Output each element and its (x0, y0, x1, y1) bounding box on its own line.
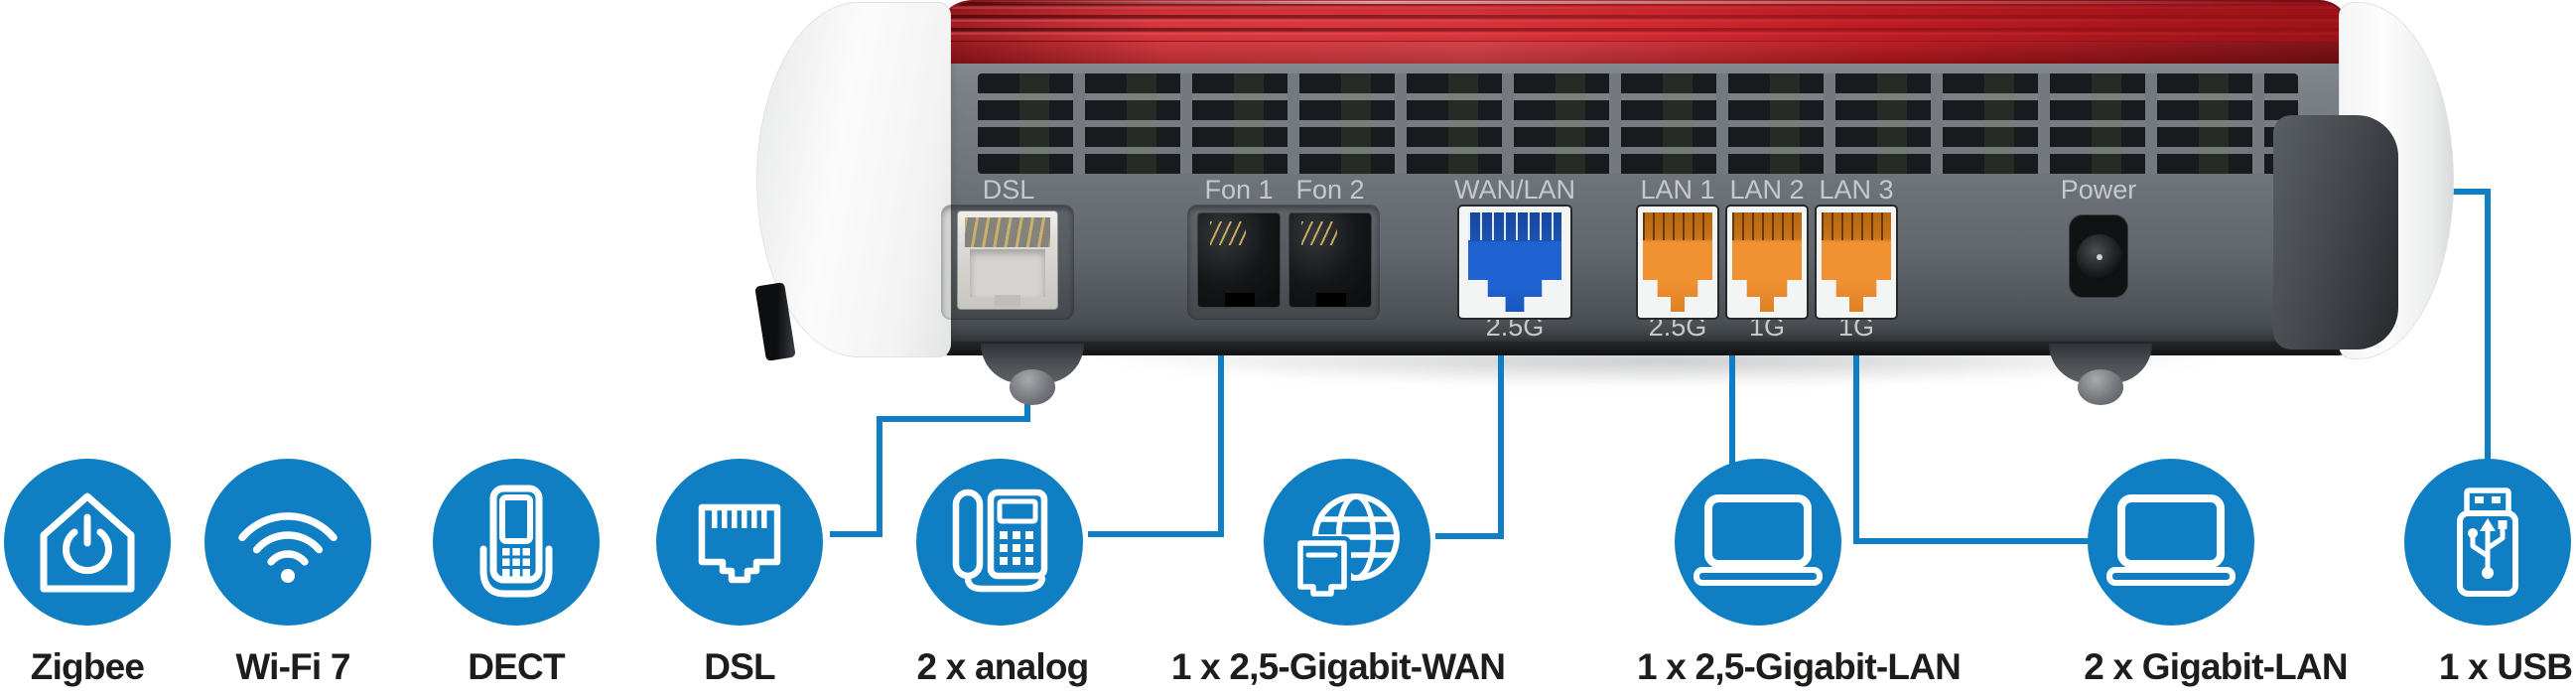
port-label-wanlan: WAN/LAN (1453, 175, 1576, 205)
fon1-port-pins (1210, 221, 1246, 245)
feature-circle-zigbee (4, 459, 171, 626)
power-jack (2069, 214, 2128, 298)
fon2-port-pins (1301, 221, 1337, 245)
port-label-fon2: Fon 2 (1295, 175, 1365, 205)
dsl-port-latch (995, 295, 1020, 307)
feature-circle-wifi (204, 459, 371, 626)
port-label-lan2: LAN 2 (1729, 175, 1805, 205)
dsl-port (957, 210, 1058, 310)
fon2-port (1288, 212, 1372, 308)
lan3-port-pins (1822, 212, 1891, 240)
fon1-port (1197, 212, 1281, 308)
lan1-port-bezel (1636, 205, 1719, 320)
port-label-lan1: LAN 1 (1640, 175, 1715, 205)
connector-line-lan23 (1853, 346, 2097, 544)
laptop-icon (2106, 494, 2236, 586)
lan2-port (1732, 212, 1802, 312)
feature-circle-dsl (656, 459, 823, 626)
feature-label-analog: 2 x analog (916, 646, 1090, 687)
power-jack-pin (2097, 254, 2102, 260)
fon1-port-latch (1225, 293, 1255, 307)
lan2-port-pins (1732, 212, 1802, 240)
desk-phone-icon (952, 488, 1048, 593)
wan-lan-port (1468, 212, 1561, 312)
dsl-port-cavity (970, 249, 1045, 297)
fon2-port-latch (1316, 293, 1346, 307)
feature-circle-wan (1264, 459, 1430, 626)
port-label-power: Power (2060, 175, 2137, 205)
connector-line-dsl (830, 389, 1030, 537)
router-left-cap (756, 2, 951, 357)
router-right-side-panel (2273, 115, 2398, 349)
wan-lan-port-pins (1468, 212, 1561, 240)
globe-ethernet-icon (1293, 493, 1400, 601)
feature-label-lan1g: 2 x Gigabit-LAN (2084, 646, 2348, 687)
lan3-port-bezel (1815, 205, 1898, 320)
port-label-dsl: DSL (982, 175, 1035, 205)
dsl-port-pins (965, 217, 1050, 247)
feature-label-usb: 1 x USB (2438, 646, 2573, 687)
feature-label-dsl: DSL (704, 646, 775, 687)
feature-circle-dect (433, 459, 600, 626)
lan3-port (1822, 212, 1891, 312)
router-foot-right (2049, 344, 2152, 405)
smart-home-icon (40, 492, 135, 593)
feature-label-wifi: Wi-Fi 7 (235, 646, 350, 687)
connector-line-analog (1088, 346, 1224, 537)
router-vent-grille (978, 73, 2298, 174)
feature-label-zigbee: Zigbee (30, 646, 145, 687)
cordless-phone-icon (479, 485, 553, 598)
feature-circle-usb (2404, 459, 2571, 626)
feature-circle-lan1g (2088, 459, 2254, 626)
router-red-glint (973, 1, 2303, 4)
port-label-lan3: LAN 3 (1819, 175, 1894, 205)
feature-label-lan25g: 1 x 2,5-Gigabit-LAN (1636, 646, 1962, 687)
router-foot-left (981, 344, 1084, 405)
feature-circle-lan25g (1675, 459, 1841, 626)
connector-line-wan (1435, 346, 1504, 539)
wifi-icon (238, 512, 338, 583)
router-bottom-edge (943, 342, 2353, 355)
lan1-port (1643, 212, 1712, 312)
feature-label-dect: DECT (468, 646, 565, 687)
rj45-jack-icon (698, 503, 781, 584)
lan2-port-bezel (1725, 205, 1809, 320)
lan1-port-pins (1643, 212, 1712, 240)
feature-circle-analog (916, 459, 1083, 626)
wan-lan-port-bezel (1457, 205, 1572, 320)
laptop-icon (1694, 494, 1823, 586)
port-label-fon1: Fon 1 (1204, 175, 1274, 205)
router-red-ribs (939, 2, 2349, 42)
usb-stick-icon (2457, 487, 2518, 597)
feature-label-wan: 1 x 2,5-Gigabit-WAN (1170, 646, 1506, 687)
